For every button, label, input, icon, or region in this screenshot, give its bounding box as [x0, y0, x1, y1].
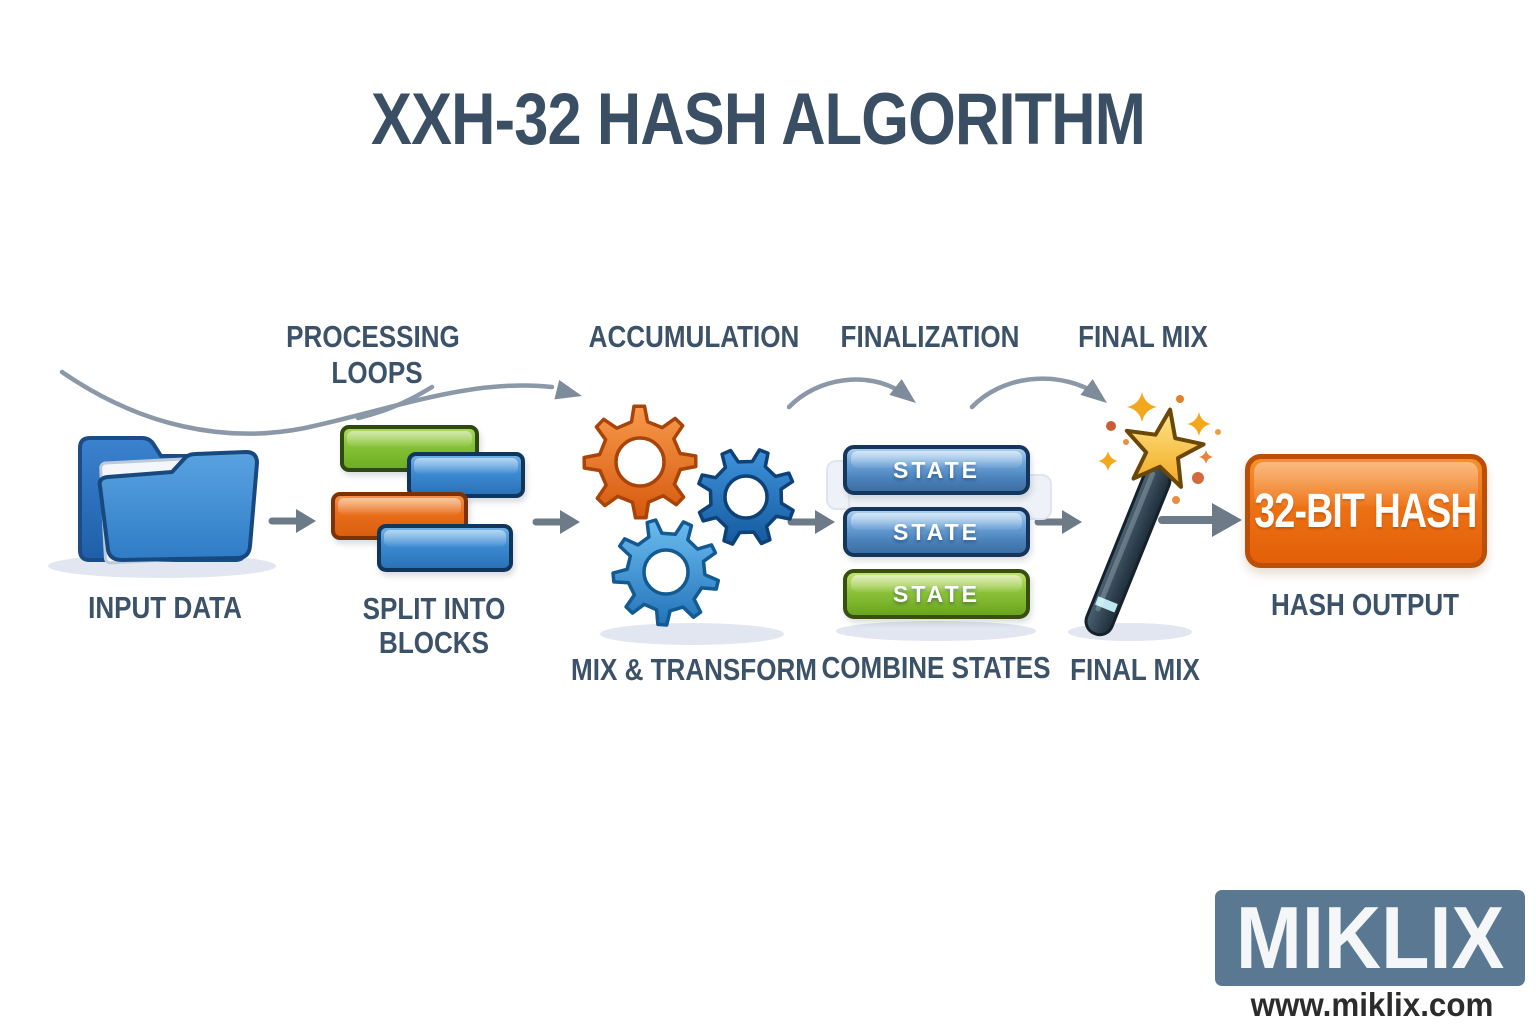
magic-wand-icon	[1084, 392, 1221, 637]
sparkle-icon	[1098, 451, 1118, 471]
miklix-logo: MIKLIX	[1215, 890, 1525, 986]
website-url: www.miklix.com	[1250, 986, 1494, 1023]
gears-shadow	[600, 623, 784, 645]
gear-orange-icon	[582, 404, 698, 520]
data-block-blue-2	[377, 524, 513, 572]
folder-front-panel	[97, 450, 259, 562]
miklix-logo-text: MIKLIX	[1235, 888, 1505, 987]
sparkle-dot-icon	[1106, 421, 1116, 431]
wand-band	[1094, 596, 1118, 613]
flow-arrow-1	[268, 509, 316, 533]
flow-arrow-3	[787, 510, 835, 534]
sparkle-icon	[1127, 392, 1157, 422]
loop-arrow-3-head	[1080, 379, 1107, 403]
state-bar-3: STATE	[843, 569, 1030, 619]
gear-light-blue-icon	[611, 518, 721, 627]
sparkle-dot-icon	[1123, 439, 1129, 445]
state-bar-1: STATE	[843, 445, 1030, 495]
loop-arrow-1-cross	[355, 384, 435, 421]
star-icon	[1124, 407, 1206, 489]
top-label-finalization: FINALIZATION	[840, 319, 1020, 354]
caption-split-into-blocks-line1: SPLIT INTO	[362, 591, 506, 626]
star-and-sparkles	[1098, 392, 1221, 504]
loop-arrow-1-head	[554, 380, 582, 400]
data-block-blue-1	[407, 452, 525, 498]
gears-icon	[582, 404, 795, 627]
wand-stick	[1084, 465, 1172, 637]
loop-arrows	[59, 369, 1107, 436]
flow-arrows	[268, 503, 1242, 537]
top-label-accumulation: ACCUMULATION	[588, 319, 800, 354]
loop-arrow-2-head	[889, 379, 916, 403]
state-bar-3-label: STATE	[893, 580, 980, 607]
sparkle-dot-icon	[1172, 496, 1180, 504]
sparkle-dot-icon	[1176, 395, 1184, 403]
sparkle-dot-icon	[1192, 472, 1204, 484]
caption-final-mix: FINAL MIX	[1070, 652, 1200, 687]
top-label-processing-loops-line2: LOOPS	[331, 355, 423, 390]
loop-arrow-2	[786, 377, 904, 410]
caption-input-data: INPUT DATA	[88, 590, 242, 625]
loop-arrow-1	[59, 369, 555, 436]
page-title: XXH-32 HASH ALGORITHM	[371, 79, 1146, 160]
loop-arrow-3	[969, 376, 1095, 410]
flow-arrow-5	[1158, 503, 1242, 537]
top-label-final-mix: FINAL MIX	[1078, 319, 1208, 354]
caption-combine-states: COMBINE STATES	[821, 650, 1051, 685]
flow-arrow-2	[532, 510, 580, 534]
state-bar-2: STATE	[843, 507, 1030, 557]
state-bar-1-label: STATE	[893, 456, 980, 483]
folder-icon	[78, 436, 259, 565]
caption-split-into-blocks-line2: BLOCKS	[379, 625, 489, 660]
sparkle-dot-icon	[1215, 429, 1221, 435]
sparkle-icon	[1187, 412, 1211, 436]
flow-arrow-4	[1034, 510, 1082, 534]
hash-output-box-label: 32-BIT HASH	[1254, 484, 1478, 538]
sparkle-icon	[1199, 450, 1213, 464]
states-shadow	[836, 621, 1036, 641]
hash-output-box: 32-BIT HASH	[1245, 454, 1487, 568]
top-label-processing-loops-line1: PROCESSING	[286, 319, 460, 354]
gear-dark-blue-icon	[697, 448, 795, 546]
caption-hash-output: HASH OUTPUT	[1270, 587, 1460, 622]
caption-mix-transform: MIX & TRANSFORM	[571, 652, 817, 687]
state-bar-2-label: STATE	[893, 518, 980, 545]
